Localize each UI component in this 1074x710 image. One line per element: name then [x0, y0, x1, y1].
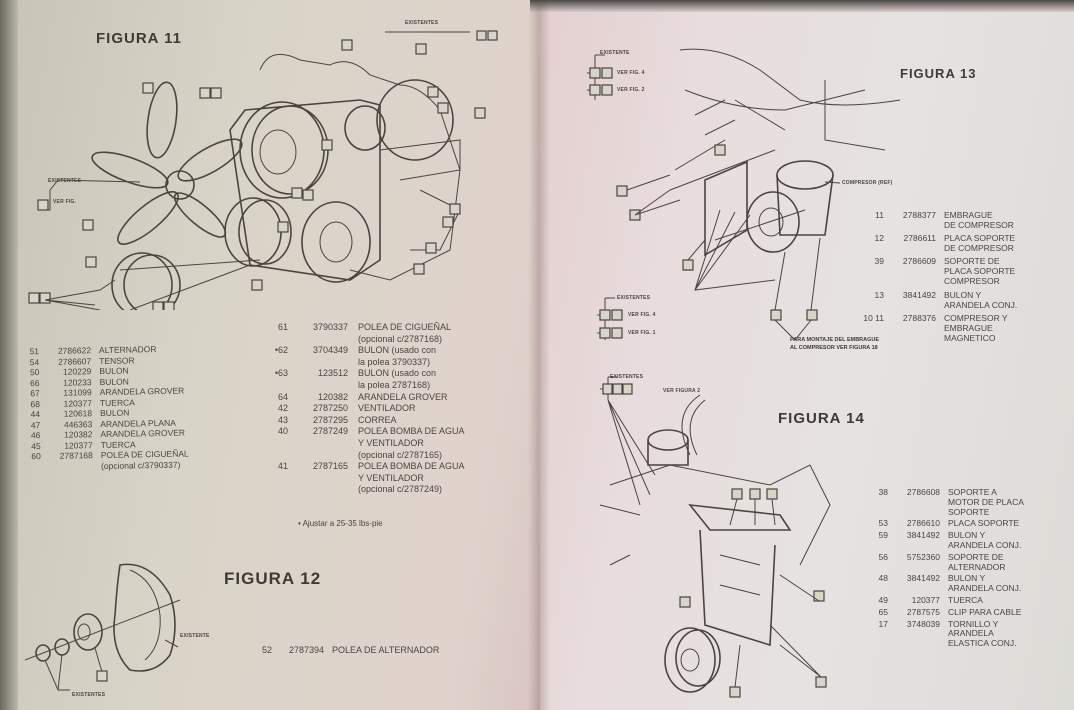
torque-footnote: • Ajustar a 25-35 lbs-pie [298, 519, 383, 528]
callout-boxes [28, 30, 498, 310]
fan-icon [91, 81, 243, 245]
figure-13-callout-existente: EXISTENTE [600, 50, 630, 56]
figure-14-callout-ver-figura-2: VER FIGURA 2 [663, 388, 701, 394]
right-page [540, 0, 1074, 710]
figure-12-alternator-drawing [24, 563, 181, 691]
figure-13-callout-ver-fig-1: VER FIG. 1 [628, 330, 656, 336]
figure-12-callout-existente: EXISTENTE [180, 633, 210, 639]
figure-11-title: FIGURA 11 [96, 30, 182, 47]
figure-11-callout-ver-fig: VER FIG. [53, 199, 76, 205]
figure-13-callout-ver-fig-4b: VER FIG. 4 [628, 312, 656, 318]
figure-11-callout-existentes-left: EXISTENTES [48, 178, 82, 184]
figure-14-callout-existentes: EXISTENTES [610, 374, 644, 380]
figure-13-compressor-drawing [587, 48, 901, 341]
figure-13-callout-compresor: COMPRESOR (REF) [842, 180, 893, 186]
figure-13-title: FIGURA 13 [900, 66, 977, 81]
figure-12-callout-existentes: EXISTENTES [72, 692, 106, 698]
page-top-shadow [530, 0, 1074, 12]
figure-13-callout-ver-fig-4: VER FIG. 4 [617, 70, 645, 76]
left-page [0, 0, 540, 710]
figure-11-callout-existentes-top: EXISTENTES [405, 20, 439, 26]
figure-13-callout-ver-fig-2: VER FIG. 2 [617, 87, 645, 93]
figure-13-callout-existentes: EXISTENTES [617, 295, 651, 301]
figure-14-title: FIGURA 14 [778, 410, 865, 427]
book-gutter [528, 0, 550, 710]
figure-12-title: FIGURA 12 [224, 569, 322, 588]
figure-11-engine-drawing [28, 30, 498, 310]
page-edge-shadow [0, 0, 18, 710]
figure-14-alternator-bracket-drawing [599, 376, 831, 698]
figure-13-assembly-note: PARA MONTAJE DEL EMBRAGUE AL COMPRESOR V… [790, 337, 880, 351]
